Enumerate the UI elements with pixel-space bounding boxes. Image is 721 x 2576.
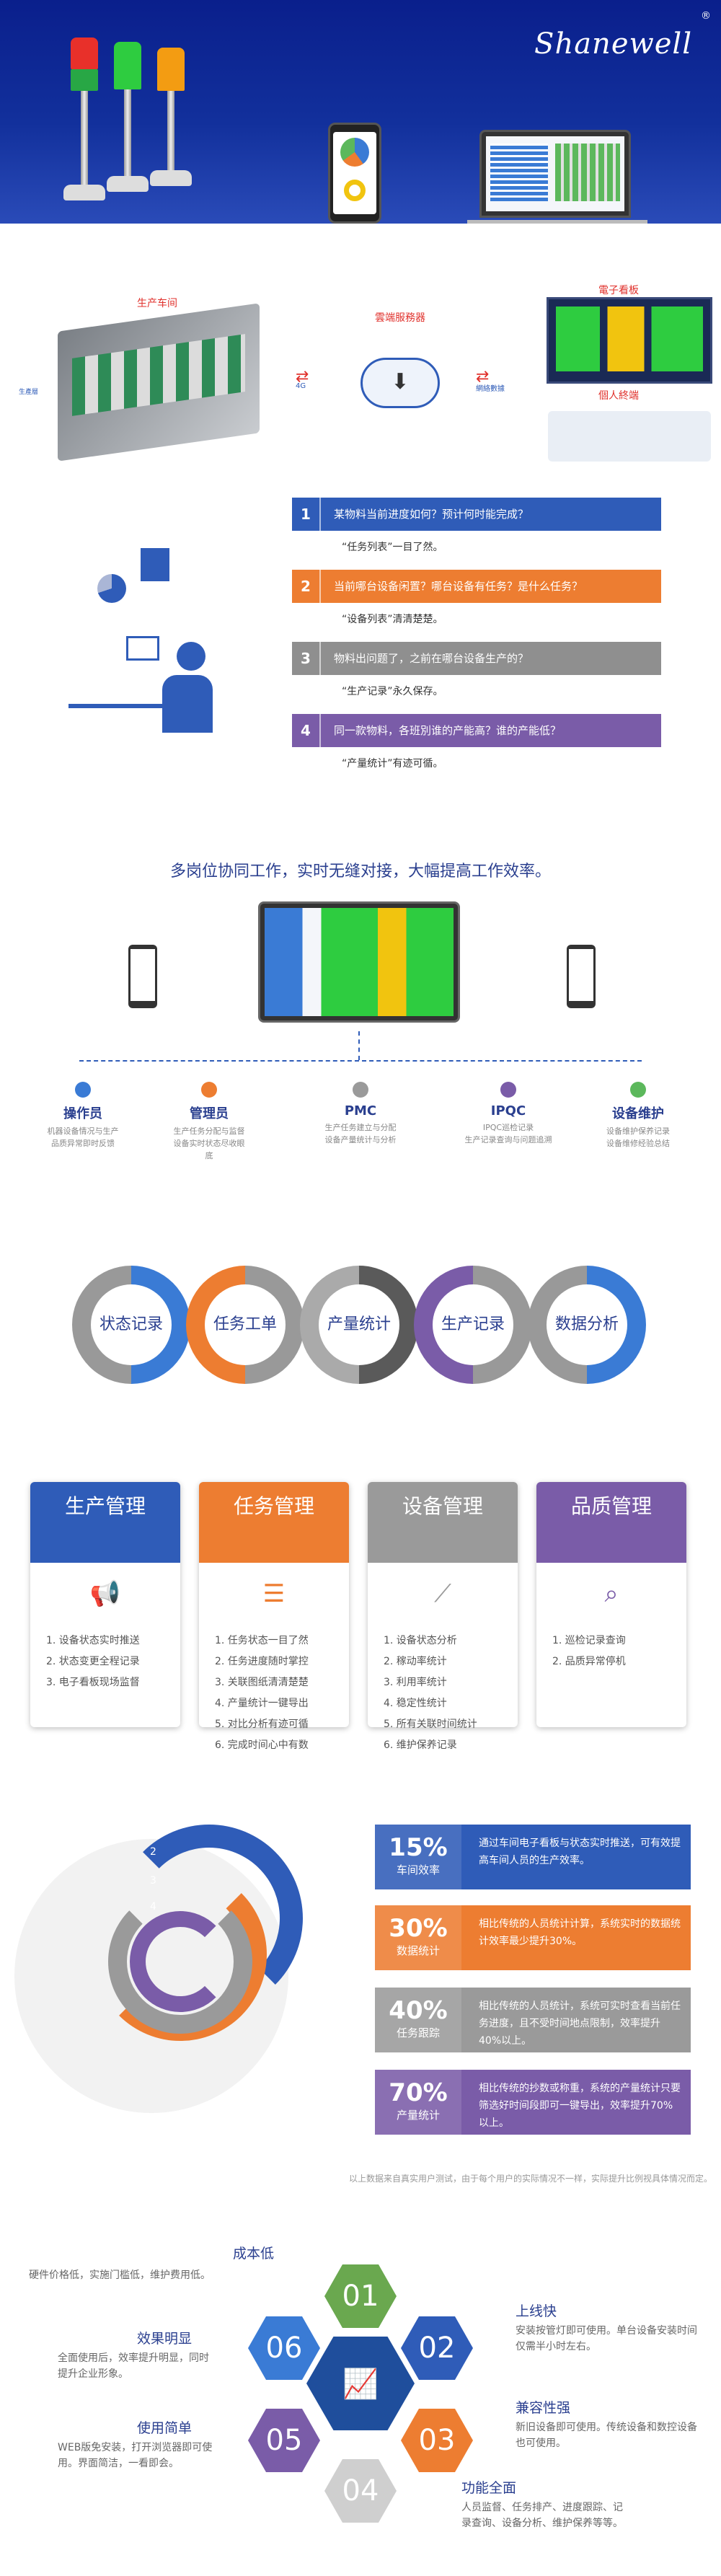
- feature-fast-online: 上线快安装按管灯即可使用。单台设备安装时间仅需半小时左右。: [516, 2303, 697, 2352]
- hex-04: 04: [324, 2459, 397, 2523]
- stack-icon: ☰: [247, 1567, 301, 1620]
- pie-chart-icon: [97, 574, 126, 603]
- signal-lamp-red: [63, 38, 105, 200]
- feature-compatibility: 兼容性强新旧设备即可使用。传统设备和数控设备也可使用。: [516, 2400, 697, 2449]
- collab-title: 多岗位协同工作，实时无缝对接，大幅提高工作效率。: [169, 863, 551, 881]
- desktop-monitor-mockup: [258, 901, 460, 1023]
- answer-3: “生产记录”永久保存。: [342, 686, 443, 697]
- role-admin: 管理员生产任务分配与监督 设备实时状态尽收眼 底: [155, 1082, 263, 1162]
- hero-banner: ® Shanewell: [0, 0, 721, 224]
- arrow-left-icon: ⇄: [296, 368, 309, 386]
- signal-lamp-green: [107, 42, 149, 192]
- ring-num-2: 2: [150, 1846, 156, 1858]
- feature-low-cost: 成本低: [232, 2246, 274, 2262]
- feature-obvious-effect: 效果明显全面使用后，效率提升明显，同时提升企业形象。: [58, 2331, 209, 2380]
- dashboard-screen: [547, 297, 712, 384]
- answer-2: “设备列表”清清楚楚。: [342, 614, 443, 625]
- desk-icon: [68, 704, 177, 708]
- card-quality-title: 品质管理: [536, 1482, 686, 1563]
- phone-left-mockup: [128, 945, 157, 1008]
- hex-03: 03: [401, 2409, 473, 2472]
- stat-task-tracking: 40%任务跟踪相比传统的人员统计，系统可实时查看当前任务进度，且不受时间地点限制…: [375, 1988, 691, 2052]
- personal-terminal-image: [548, 411, 711, 462]
- phone-mockup: [328, 123, 381, 224]
- ring-num-3: 3: [150, 1875, 156, 1887]
- laptop-mockup: [467, 130, 647, 224]
- role-operator: 操作员机器设备情况与生产 品质异常即时反馈: [29, 1082, 137, 1150]
- feature-full-function: 功能全面人员监督、任务排产、进度跟踪、记录查询、设备分析、维护保养等等。: [461, 2480, 623, 2529]
- stat-output-stats: 70%产量统计相比传统的抄数或称重，系统的产量统计只要筛选好时间段即可一键导出，…: [375, 2070, 691, 2135]
- ring-output-stats: 产量统计: [300, 1266, 418, 1384]
- flow-right-top-label: 電子看板: [598, 285, 639, 296]
- answer-1: “任务列表”一目了然。: [342, 542, 443, 553]
- registered-mark: ®: [701, 10, 711, 22]
- system-flow-diagram: 生产车间 雲端服務器 電子看板 個人終端 生產層 4G ⇄ ⬇ 網絡數據 ⇄: [0, 285, 721, 476]
- ring-data-analysis: 数据分析: [528, 1266, 646, 1384]
- magnifier-icon: ⌕: [585, 1567, 638, 1620]
- center-chart-icon: 📈: [306, 2337, 415, 2430]
- brand-logo: Shanewell: [534, 27, 692, 61]
- efficiency-section: 1 2 3 4 15%车间效率通过车间电子看板与状态实时推送，可有效提高车间人员…: [0, 1796, 721, 2200]
- trend-icon: ⟋: [416, 1567, 469, 1620]
- signal-lamp-orange: [150, 48, 192, 186]
- person-head-icon: [177, 642, 205, 671]
- ring-task-order: 任务工单: [186, 1266, 304, 1384]
- flow-right-bottom-label: 個人終端: [598, 390, 639, 402]
- card-production-title: 生产管理: [30, 1482, 180, 1563]
- connector-stem: [358, 1031, 360, 1060]
- stats-footnote: 以上数据来自真实用户测试，由于每个用户的实际情况不一样，实际提升比例视具体情况而…: [348, 2174, 712, 2184]
- card-task-title: 任务管理: [199, 1482, 349, 1563]
- cloud-server-icon: ⬇: [360, 358, 440, 408]
- flow-mid-label: 雲端服務器: [375, 312, 425, 324]
- workshop-image: [58, 303, 260, 462]
- hex-06: 06: [248, 2316, 320, 2380]
- feature-low-cost-desc: 硬件价格低，实施门槛低，维护费用低。: [29, 2270, 211, 2281]
- connector-line: [79, 1060, 642, 1062]
- flow-left-label: 生产车间: [137, 298, 177, 309]
- hex-02: 02: [401, 2316, 473, 2380]
- office-worker-illustration: [68, 534, 242, 736]
- hex-05: 05: [248, 2409, 320, 2472]
- ring-num-1: 1: [150, 1819, 156, 1830]
- arrow-net-label: 網絡數據: [476, 385, 505, 393]
- collaboration-section: 多岗位协同工作，实时无缝对接，大幅提高工作效率。 操作员机器设备情况与生产 品质…: [0, 851, 721, 1183]
- stat-data-stats: 30%数据统计相比传统的人员统计计算，系统实时的数据统计效率最少提升30%。: [375, 1905, 691, 1970]
- arrow-4g-label: 4G: [296, 382, 306, 390]
- hex-01: 01: [324, 2264, 397, 2328]
- ring-num-4: 4: [150, 1901, 156, 1913]
- ring-production-record: 生产记录: [414, 1266, 532, 1384]
- megaphone-icon: 📢: [79, 1567, 132, 1620]
- document-icon: [141, 548, 169, 581]
- stat-workshop-efficiency: 15%车间效率通过车间电子看板与状态实时推送，可有效提高车间人员的生产效率。: [375, 1825, 691, 1889]
- phone-right-mockup: [567, 945, 596, 1008]
- role-maintenance: 设备维护设备维护保养记录 设备维修经验总结: [584, 1082, 692, 1150]
- answer-4: “产量统计”有迹可循。: [342, 758, 443, 769]
- card-equipment-title: 设备管理: [368, 1482, 518, 1563]
- arrow-right-icon: ⇄: [476, 368, 490, 386]
- flow-far-left-label: 生產層: [19, 389, 39, 396]
- envelope-icon: [126, 636, 159, 661]
- ring-arc-4: [130, 1911, 231, 2012]
- ring-status-record: 状态记录: [72, 1266, 190, 1384]
